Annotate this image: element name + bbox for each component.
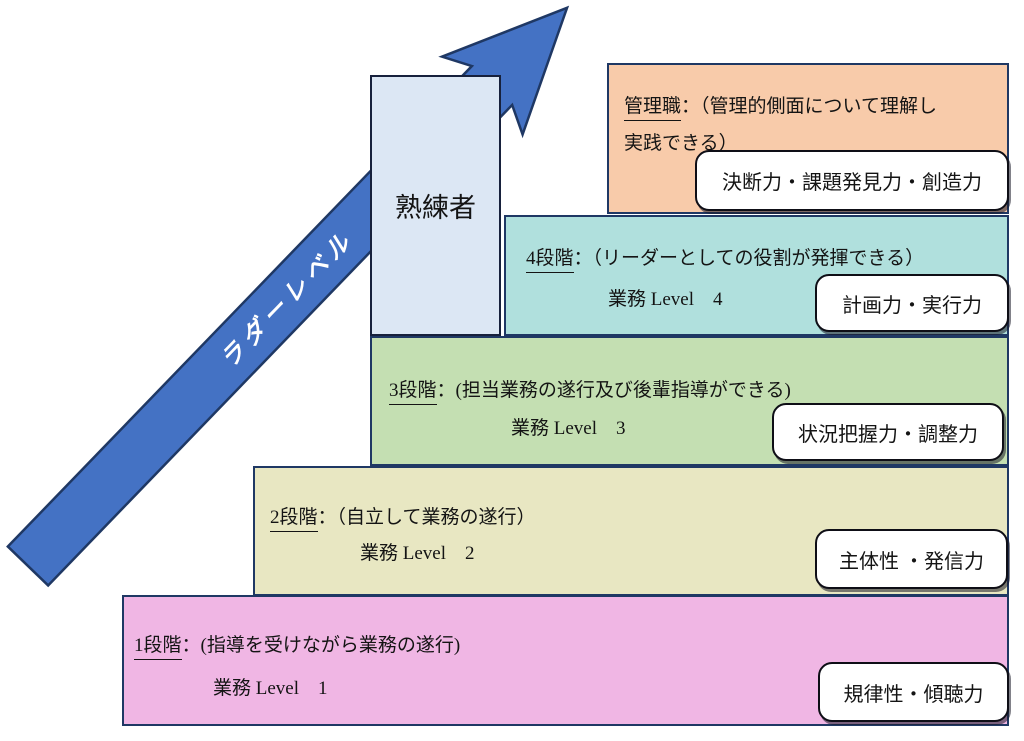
skill-badge-level-3-label: 状況把握力・調整力 — [798, 423, 978, 446]
level-4-name: 4段階 — [526, 243, 574, 273]
level-4-desc: ：（リーダーとしての役割が発揮できる） — [573, 248, 925, 269]
skill-badge-level-4: 計画力・実行力 — [815, 274, 1009, 332]
level-1-title: 1段階：(指導を受けながら業務の遂行) — [134, 630, 460, 660]
level-3-title: 3段階：(担当業務の遂行及び後輩指導ができる) — [389, 375, 791, 405]
ladder-arrow-label: ラダーレベル — [215, 225, 359, 373]
level-management-title: 管理職：（管理的側面について理解し — [624, 91, 937, 121]
level-3-label: 業務 Level 3 — [511, 418, 626, 439]
level-1-desc: ：(指導を受けながら業務の遂行) — [181, 635, 461, 656]
skill-badge-management-label: 決断力・課題発見力・創造力 — [722, 172, 982, 194]
level-management-desc-wrap: 実践できる） — [624, 133, 738, 154]
level-2-title: 2段階：（自立して業務の遂行） — [270, 502, 535, 532]
level-4-label: 業務 Level 4 — [608, 289, 723, 310]
skill-badge-level-2-label: 主体性 ・発信力 — [839, 550, 984, 573]
level-management-desc: ：（管理的側面について理解し — [681, 96, 937, 117]
level-3-desc: ：(担当業務の遂行及び後輩指導ができる) — [436, 380, 791, 401]
skill-badge-level-1: 規律性・傾聴力 — [818, 662, 1009, 722]
expert-label: 熟練者 — [395, 193, 476, 223]
skill-badge-level-3: 状況把握力・調整力 — [772, 403, 1004, 461]
skill-badge-level-4-label: 計画力・実行力 — [842, 294, 982, 317]
skill-badge-level-2: 主体性 ・発信力 — [815, 529, 1008, 589]
skill-badge-level-1-label: 規律性・傾聴力 — [843, 683, 984, 706]
level-4-title: 4段階：（リーダーとしての役割が発揮できる） — [526, 243, 924, 273]
level-1-label: 業務 Level 1 — [213, 678, 328, 699]
level-2-label: 業務 Level 2 — [360, 543, 475, 564]
level-management-name: 管理職 — [624, 91, 682, 121]
level-2-desc: ：（自立して業務の遂行） — [317, 507, 536, 528]
level-management-box: 管理職：（管理的側面について理解し 実践できる） — [607, 63, 1009, 214]
expert-box: 熟練者 — [370, 75, 501, 336]
skill-badge-management: 決断力・課題発見力・創造力 — [695, 150, 1009, 211]
level-3-name: 3段階 — [389, 375, 437, 405]
level-2-name: 2段階 — [270, 502, 318, 532]
level-1-name: 1段階 — [134, 630, 182, 660]
